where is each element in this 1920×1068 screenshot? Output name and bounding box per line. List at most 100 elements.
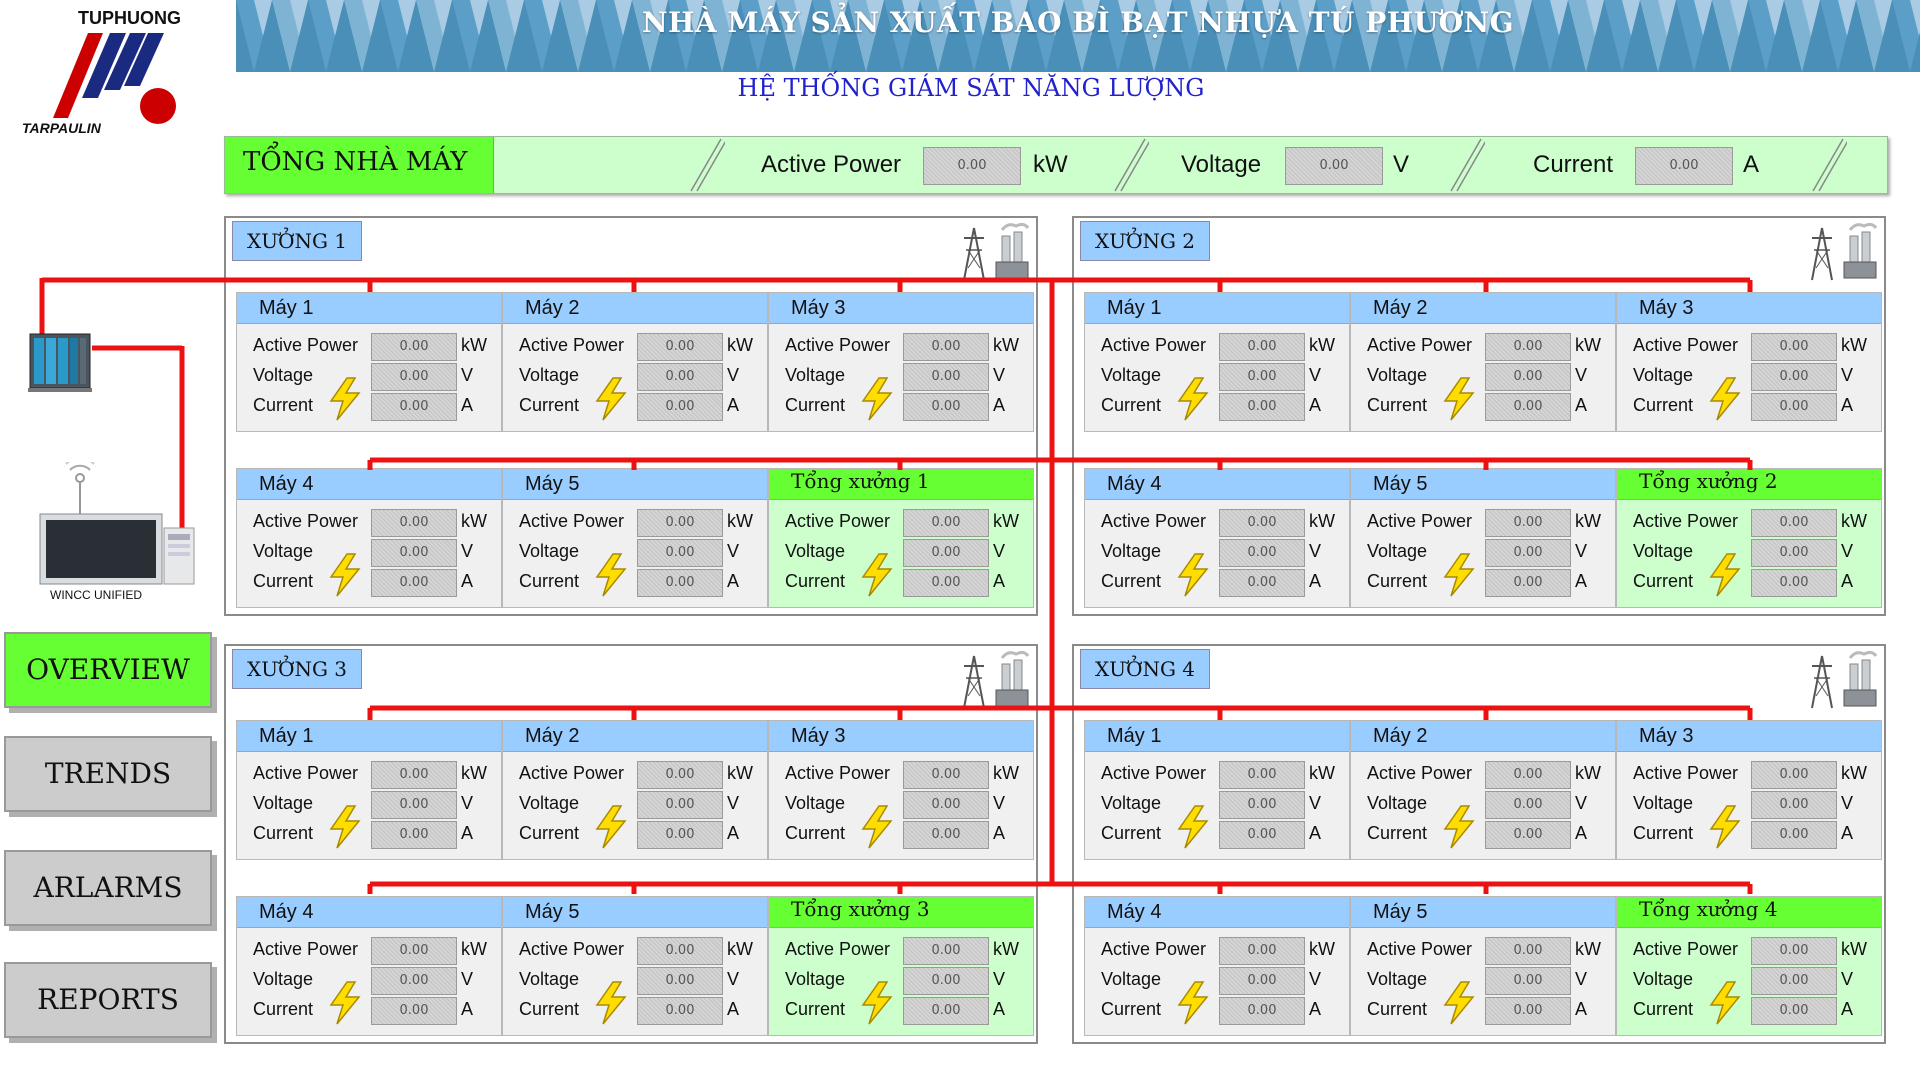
kw-unit: kW: [993, 763, 1019, 783]
lightning-icon: [595, 553, 627, 597]
a-unit: A: [1309, 999, 1322, 1019]
workshop-panel-4: XƯỞNG 4 Máy 1 Active Power 0.00 kW Volta…: [1072, 644, 1886, 1044]
machine-card[interactable]: Máy 1 Active Power 0.00 kW Voltage 0.00 …: [1084, 720, 1350, 860]
active-power-value: 0.00: [1219, 761, 1305, 789]
machine-card[interactable]: Máy 2 Active Power 0.00 kW Voltage 0.00 …: [502, 720, 768, 860]
nav-trends-button[interactable]: TRENDS: [4, 736, 212, 812]
voltage-label: Voltage: [1101, 793, 1162, 813]
lightning-icon: [329, 553, 361, 597]
kw-unit: kW: [727, 939, 753, 959]
card-title: Máy 2: [1351, 721, 1615, 752]
voltage-label: Voltage: [785, 793, 846, 813]
current-value: 0.00: [1219, 821, 1305, 849]
lightning-icon: [861, 805, 893, 849]
v-unit: V: [1575, 541, 1588, 561]
machine-card[interactable]: Máy 3 Active Power 0.00 kW Voltage 0.00 …: [768, 292, 1034, 432]
header-banner: [236, 0, 1920, 72]
plant-total-bar: TỔNG NHÀ MÁY Active Power 0.00 kW Voltag…: [224, 136, 1888, 194]
machine-card[interactable]: Máy 2 Active Power 0.00 kW Voltage 0.00 …: [1350, 292, 1616, 432]
v-unit: V: [993, 541, 1006, 561]
machine-card[interactable]: Máy 5 Active Power 0.00 kW Voltage 0.00 …: [502, 896, 768, 1036]
active-power-label: Active Power: [253, 511, 359, 531]
v-unit: V: [1841, 541, 1854, 561]
a-unit: A: [1309, 571, 1322, 591]
machine-card[interactable]: Máy 3 Active Power 0.00 kW Voltage 0.00 …: [1616, 720, 1882, 860]
current-label: Current: [253, 571, 314, 591]
machine-card[interactable]: Máy 1 Active Power 0.00 kW Voltage 0.00 …: [236, 720, 502, 860]
machine-card[interactable]: Máy 4 Active Power 0.00 kW Voltage 0.00 …: [236, 896, 502, 1036]
voltage-label: Voltage: [785, 541, 846, 561]
machine-card[interactable]: Máy 4 Active Power 0.00 kW Voltage 0.00 …: [1084, 468, 1350, 608]
v-unit: V: [1575, 969, 1588, 989]
divider-slash: [1812, 138, 1847, 192]
nav-overview-button[interactable]: OVERVIEW: [4, 632, 212, 708]
a-unit: A: [993, 823, 1006, 843]
card-title: Tổng xưởng 4: [1617, 897, 1881, 928]
current-value: 0.00: [1219, 393, 1305, 421]
machine-card[interactable]: Máy 2 Active Power 0.00 kW Voltage 0.00 …: [1350, 720, 1616, 860]
a-unit: A: [461, 571, 474, 591]
card-title: Máy 4: [237, 469, 501, 500]
workshop-total-card[interactable]: Tổng xưởng 2 Active Power 0.00 kW Voltag…: [1616, 468, 1882, 608]
active-power-label: Active Power: [253, 763, 359, 783]
plant-voltage-value: 0.00: [1285, 147, 1383, 185]
lightning-icon: [595, 805, 627, 849]
active-power-value: 0.00: [371, 509, 457, 537]
card-title: Máy 1: [1085, 721, 1349, 752]
current-value: 0.00: [1751, 393, 1837, 421]
active-power-label: Active Power: [1633, 939, 1739, 959]
kw-unit: kW: [461, 763, 487, 783]
current-value: 0.00: [637, 997, 723, 1025]
nav-reports-button[interactable]: REPORTS: [4, 962, 212, 1038]
current-value: 0.00: [1751, 569, 1837, 597]
logo-mark-icon: [53, 33, 176, 124]
active-power-value: 0.00: [1219, 937, 1305, 965]
lightning-icon: [1443, 377, 1475, 421]
current-label: Current: [519, 395, 580, 415]
active-power-label: Active Power: [1101, 939, 1207, 959]
machine-card[interactable]: Máy 4 Active Power 0.00 kW Voltage 0.00 …: [1084, 896, 1350, 1036]
machine-card[interactable]: Máy 3 Active Power 0.00 kW Voltage 0.00 …: [1616, 292, 1882, 432]
v-unit: V: [1309, 969, 1322, 989]
card-title: Máy 2: [503, 293, 767, 324]
machine-card[interactable]: Máy 1 Active Power 0.00 kW Voltage 0.00 …: [236, 292, 502, 432]
card-title: Máy 3: [1617, 293, 1881, 324]
voltage-value: 0.00: [1219, 791, 1305, 819]
voltage-label: Voltage: [519, 365, 580, 385]
kw-unit: kW: [1841, 511, 1867, 531]
workshop-total-card[interactable]: Tổng xưởng 4 Active Power 0.00 kW Voltag…: [1616, 896, 1882, 1036]
voltage-value: 0.00: [903, 967, 989, 995]
a-unit: A: [1575, 571, 1588, 591]
voltage-label: Voltage: [1633, 969, 1694, 989]
voltage-label: Voltage: [1367, 365, 1428, 385]
machine-card[interactable]: Máy 5 Active Power 0.00 kW Voltage 0.00 …: [1350, 468, 1616, 608]
kw-unit: kW: [1575, 939, 1601, 959]
kw-unit: kW: [727, 511, 753, 531]
current-value: 0.00: [637, 569, 723, 597]
card-title: Máy 5: [503, 897, 767, 928]
nav-alarms-button[interactable]: ARLARMS: [4, 850, 212, 926]
card-title: Máy 2: [1351, 293, 1615, 324]
machine-card[interactable]: Máy 4 Active Power 0.00 kW Voltage 0.00 …: [236, 468, 502, 608]
plant-current-label: Current: [1533, 151, 1614, 178]
machine-card[interactable]: Máy 2 Active Power 0.00 kW Voltage 0.00 …: [502, 292, 768, 432]
plant-current-value: 0.00: [1635, 147, 1733, 185]
active-power-label: Active Power: [1633, 511, 1739, 531]
machine-card[interactable]: Máy 5 Active Power 0.00 kW Voltage 0.00 …: [1350, 896, 1616, 1036]
a-unit: A: [1575, 823, 1588, 843]
power-plant-icon: [963, 650, 1030, 709]
machine-card[interactable]: Máy 5 Active Power 0.00 kW Voltage 0.00 …: [502, 468, 768, 608]
a-unit: A: [1841, 395, 1854, 415]
current-label: Current: [785, 999, 846, 1019]
machine-card[interactable]: Máy 1 Active Power 0.00 kW Voltage 0.00 …: [1084, 292, 1350, 432]
active-power-value: 0.00: [1219, 333, 1305, 361]
voltage-label: Voltage: [1367, 969, 1428, 989]
workshop-total-card[interactable]: Tổng xưởng 3 Active Power 0.00 kW Voltag…: [768, 896, 1034, 1036]
workshop-title: XƯỞNG 3: [232, 649, 362, 689]
card-title: Tổng xưởng 2: [1617, 469, 1881, 500]
kw-unit: kW: [993, 335, 1019, 355]
machine-card[interactable]: Máy 3 Active Power 0.00 kW Voltage 0.00 …: [768, 720, 1034, 860]
workshop-total-card[interactable]: Tổng xưởng 1 Active Power 0.00 kW Voltag…: [768, 468, 1034, 608]
workshop-panel-2: XƯỞNG 2 Máy 1 Active Power 0.00 kW Volta…: [1072, 216, 1886, 616]
workshop-title: XƯỞNG 4: [1080, 649, 1210, 689]
